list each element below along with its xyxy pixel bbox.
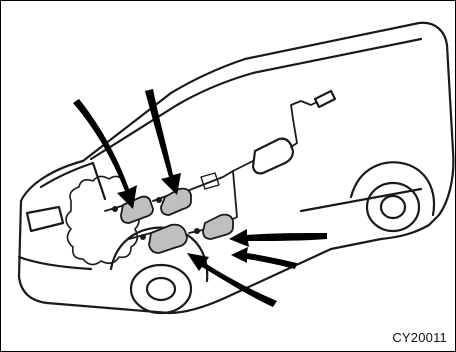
flange-upper-left <box>112 206 118 212</box>
van-headlight <box>27 207 63 231</box>
exhaust-system-icon <box>105 91 335 253</box>
converter-lower-right <box>203 215 233 239</box>
flange-upper-mid <box>156 197 162 203</box>
muffler <box>253 139 293 174</box>
van-hood-line <box>41 163 105 199</box>
tail-pipe-tip <box>315 91 335 107</box>
figure-code: CY20011 <box>392 330 447 345</box>
pointer-arrow-icon <box>231 247 297 269</box>
pointer-arrow-icon <box>73 99 137 209</box>
front-wheel-hub <box>147 278 175 300</box>
pointer-arrow-icon <box>229 229 327 247</box>
flange-lower-mid <box>194 228 200 234</box>
flange-lower-left <box>140 234 146 240</box>
front-wheel <box>131 265 191 313</box>
van-outline-icon <box>19 23 453 313</box>
rear-wheel <box>367 183 419 231</box>
heat-shield <box>201 173 219 189</box>
rear-wheel-hub <box>381 196 405 218</box>
